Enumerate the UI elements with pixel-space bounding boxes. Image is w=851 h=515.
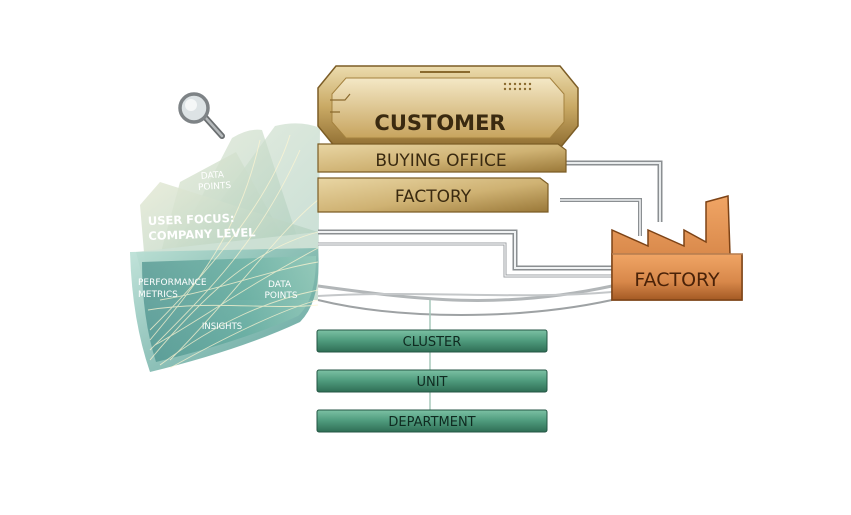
customer-hierarchy: CUSTOMER BUYING OFFICE FACTORY — [317, 65, 579, 213]
magnifying-glass-icon — [178, 92, 225, 139]
buying-office-label: BUYING OFFICE — [375, 151, 506, 171]
org-level-cluster-label: CLUSTER — [403, 335, 462, 350]
fan-label-data-points-top: DATA POINTS — [197, 170, 232, 193]
fan-label-data-points-bottom: DATA POINTS — [264, 280, 297, 301]
fan-panel-metrics-inner — [142, 256, 316, 362]
data-fan: DATA POINTS USER FOCUS: COMPANY LEVEL PE… — [130, 123, 320, 372]
fan-label-user-focus: USER FOCUS: COMPANY LEVEL — [148, 210, 257, 243]
customer-label: CUSTOMER — [374, 111, 505, 135]
org-level-cluster-bar — [316, 329, 548, 353]
org-level-unit-bar — [316, 369, 548, 393]
factory-bar — [317, 177, 549, 213]
customer-frame-inner — [331, 77, 565, 139]
buying-office-bar — [317, 143, 567, 173]
org-level-unit-label: UNIT — [416, 375, 447, 390]
fan-light-strands — [147, 134, 319, 369]
org-level-department-bar — [316, 409, 548, 433]
factory-building-icon: FACTORY — [611, 195, 743, 301]
org-levels: CLUSTER UNIT DEPARTMENT — [316, 329, 548, 433]
fan-label-insights: INSIGHTS — [202, 322, 242, 332]
factory-building-label: FACTORY — [634, 269, 720, 291]
fan-label-performance-metrics: PERFORMANCE METRICS — [138, 278, 209, 300]
org-level-department-label: DEPARTMENT — [388, 415, 475, 430]
customer-frame-dots — [503, 82, 532, 91]
factory-bar-label: FACTORY — [395, 187, 472, 207]
connector-pipes — [317, 160, 663, 410]
